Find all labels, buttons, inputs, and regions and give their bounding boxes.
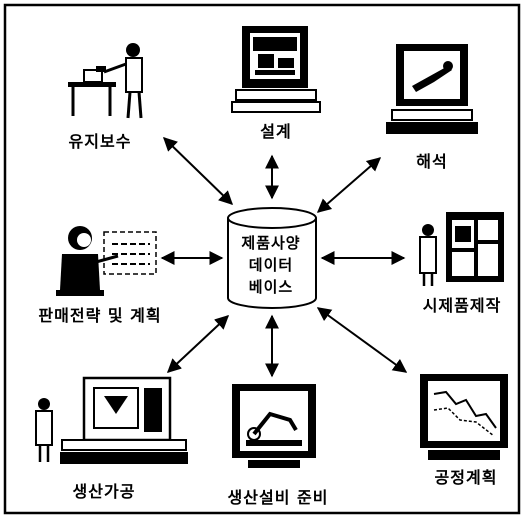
design-computer-icon: [231, 26, 321, 113]
label-sales: 판매전략 및 계획: [38, 306, 162, 325]
database-label-line-1: 제품사양: [241, 234, 301, 252]
label-design: 설계: [260, 122, 292, 141]
arrow-analysis: [316, 157, 382, 213]
label-process: 공정계획: [434, 468, 498, 487]
prototype-machine-icon: [419, 212, 504, 286]
analysis-computer-icon: [386, 44, 478, 134]
label-production: 생산가공: [72, 482, 136, 501]
robot-arm-monitor-icon: [232, 384, 316, 468]
database-cylinder: [227, 207, 317, 309]
maintenance-worker-icon: [68, 43, 143, 119]
process-plan-monitor-icon: [420, 374, 508, 460]
database-label-line-2: 데이터: [248, 256, 294, 274]
diagram-frame: [3, 3, 521, 515]
label-maintenance: 유지보수: [68, 132, 132, 151]
arrow-production: [166, 315, 230, 373]
presentation-icon: [56, 226, 157, 296]
arrow-maintenance: [162, 137, 234, 205]
database-label-line-3: 베이스: [248, 278, 294, 296]
arrow-process: [316, 307, 408, 373]
machining-center-icon: [35, 376, 188, 464]
label-prototype: 시제품제작: [422, 296, 502, 315]
label-equipment: 생산설비 준비: [227, 488, 329, 507]
label-analysis: 해석: [416, 152, 448, 171]
